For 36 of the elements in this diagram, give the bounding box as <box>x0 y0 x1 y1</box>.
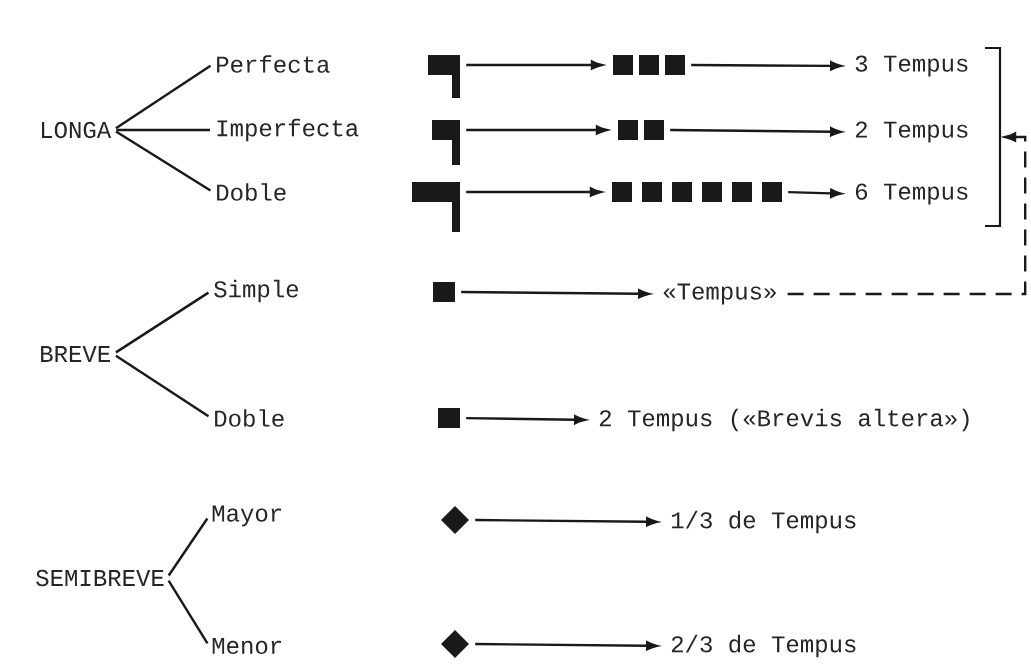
breve-notes <box>613 55 685 75</box>
double-longa-note <box>412 182 460 232</box>
note-name: LONGA <box>42 121 112 139</box>
semibreve-note <box>441 630 469 658</box>
type-label: Simple <box>214 279 298 303</box>
longa-note <box>428 55 460 98</box>
branch-line <box>116 128 210 132</box>
arrow <box>787 132 1027 296</box>
duration-label: 2 Tempus <box>855 121 968 143</box>
branch-line <box>167 517 209 577</box>
duration-label: 6 Tempus <box>856 183 968 205</box>
note-name: SEMIBREVE <box>36 569 164 587</box>
type-label: Doble <box>217 183 286 201</box>
duration-label: 2/3 de Tempus <box>671 634 856 658</box>
branch-line <box>115 64 212 130</box>
duration-label: «Tempus» <box>663 283 776 305</box>
branch-line <box>115 291 210 354</box>
note-name: BREVE <box>41 346 110 362</box>
type-label: Perfecta <box>217 55 330 73</box>
branch-line <box>115 130 212 192</box>
duration-label: 3 Tempus <box>855 55 968 77</box>
breve-notes <box>612 182 782 202</box>
duration-label: 1/3 de Tempus <box>671 510 856 534</box>
breve-note <box>433 282 455 302</box>
breve-note <box>438 408 460 428</box>
semibreve-note <box>441 506 469 534</box>
type-label: Mayor <box>212 505 282 527</box>
branch-line <box>167 579 209 645</box>
type-label: Doble <box>215 409 284 427</box>
bracket <box>985 46 1002 228</box>
longa-note <box>432 120 460 165</box>
type-label: Imperfecta <box>217 118 359 142</box>
duration-label: 2 Tempus («Brevis altera») <box>599 408 969 432</box>
branch-line <box>115 354 210 418</box>
type-label: Menor <box>212 637 282 654</box>
breve-notes <box>618 120 664 140</box>
